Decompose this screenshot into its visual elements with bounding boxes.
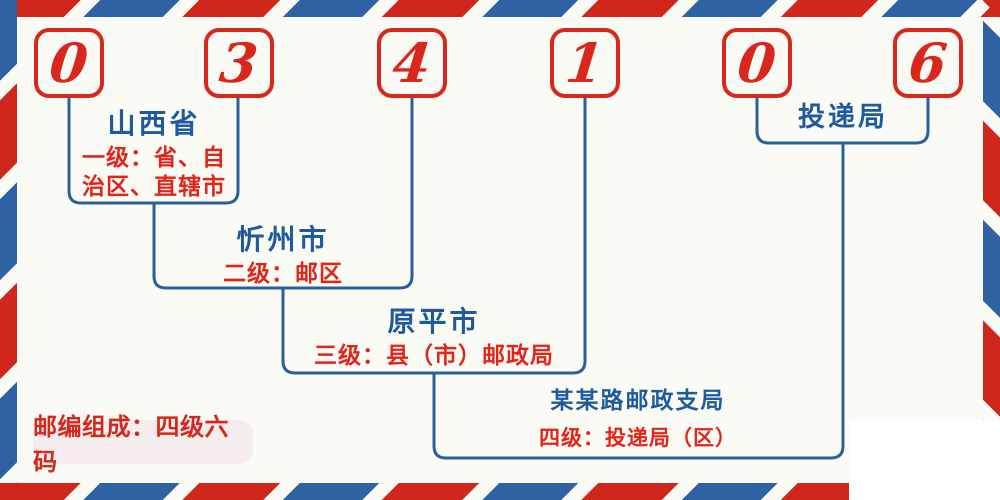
label-level1-province: 山西省 一级：省、自 治区、直辖市 (82, 107, 226, 202)
region-name: 投递局 (798, 102, 888, 133)
airmail-border-left (0, 0, 17, 500)
digit-box-1: 0 (34, 28, 104, 98)
level-description: 四级：投递局（区） (539, 425, 737, 451)
postal-badge-text: 邮编组成：四级六码 (33, 412, 229, 476)
digit-box-2: 3 (204, 28, 274, 98)
digit-box-5: 0 (722, 28, 792, 98)
postal-badge: 邮编组成：四级六码 (33, 412, 253, 476)
level-description: 二级：邮区 (223, 260, 343, 288)
digit-value-1: 0 (46, 31, 92, 95)
level-description: 三级：县（市）邮政局 (314, 342, 554, 370)
digit-value-4: 1 (562, 31, 608, 95)
label-delivery-office: 投递局 (798, 102, 888, 133)
digit-box-3: 4 (377, 28, 447, 98)
label-level2-postal-zone: 忻州市 二级：邮区 (223, 223, 343, 289)
digit-box-6: 6 (893, 28, 963, 98)
digit-box-4: 1 (550, 28, 620, 98)
region-name: 原平市 (387, 305, 481, 338)
corner-cover (849, 420, 1000, 500)
digit-value-6: 6 (905, 31, 951, 95)
label-level3-county-office: 原平市 三级：县（市）邮政局 (314, 305, 554, 371)
region-name: 山西省 (107, 107, 201, 140)
digit-value-2: 3 (216, 31, 262, 95)
level-description: 一级：省、自 治区、直辖市 (82, 144, 226, 200)
airmail-border-top (0, 0, 1000, 17)
digit-value-3: 4 (389, 31, 435, 95)
region-name: 忻州市 (236, 223, 330, 256)
airmail-border-bottom (0, 483, 1000, 500)
region-name: 某某路邮政支局 (550, 387, 726, 414)
digit-value-5: 0 (734, 31, 780, 95)
label-level4-branch-office: 某某路邮政支局 四级：投递局（区） (539, 387, 737, 452)
airmail-border-right (983, 0, 1000, 500)
